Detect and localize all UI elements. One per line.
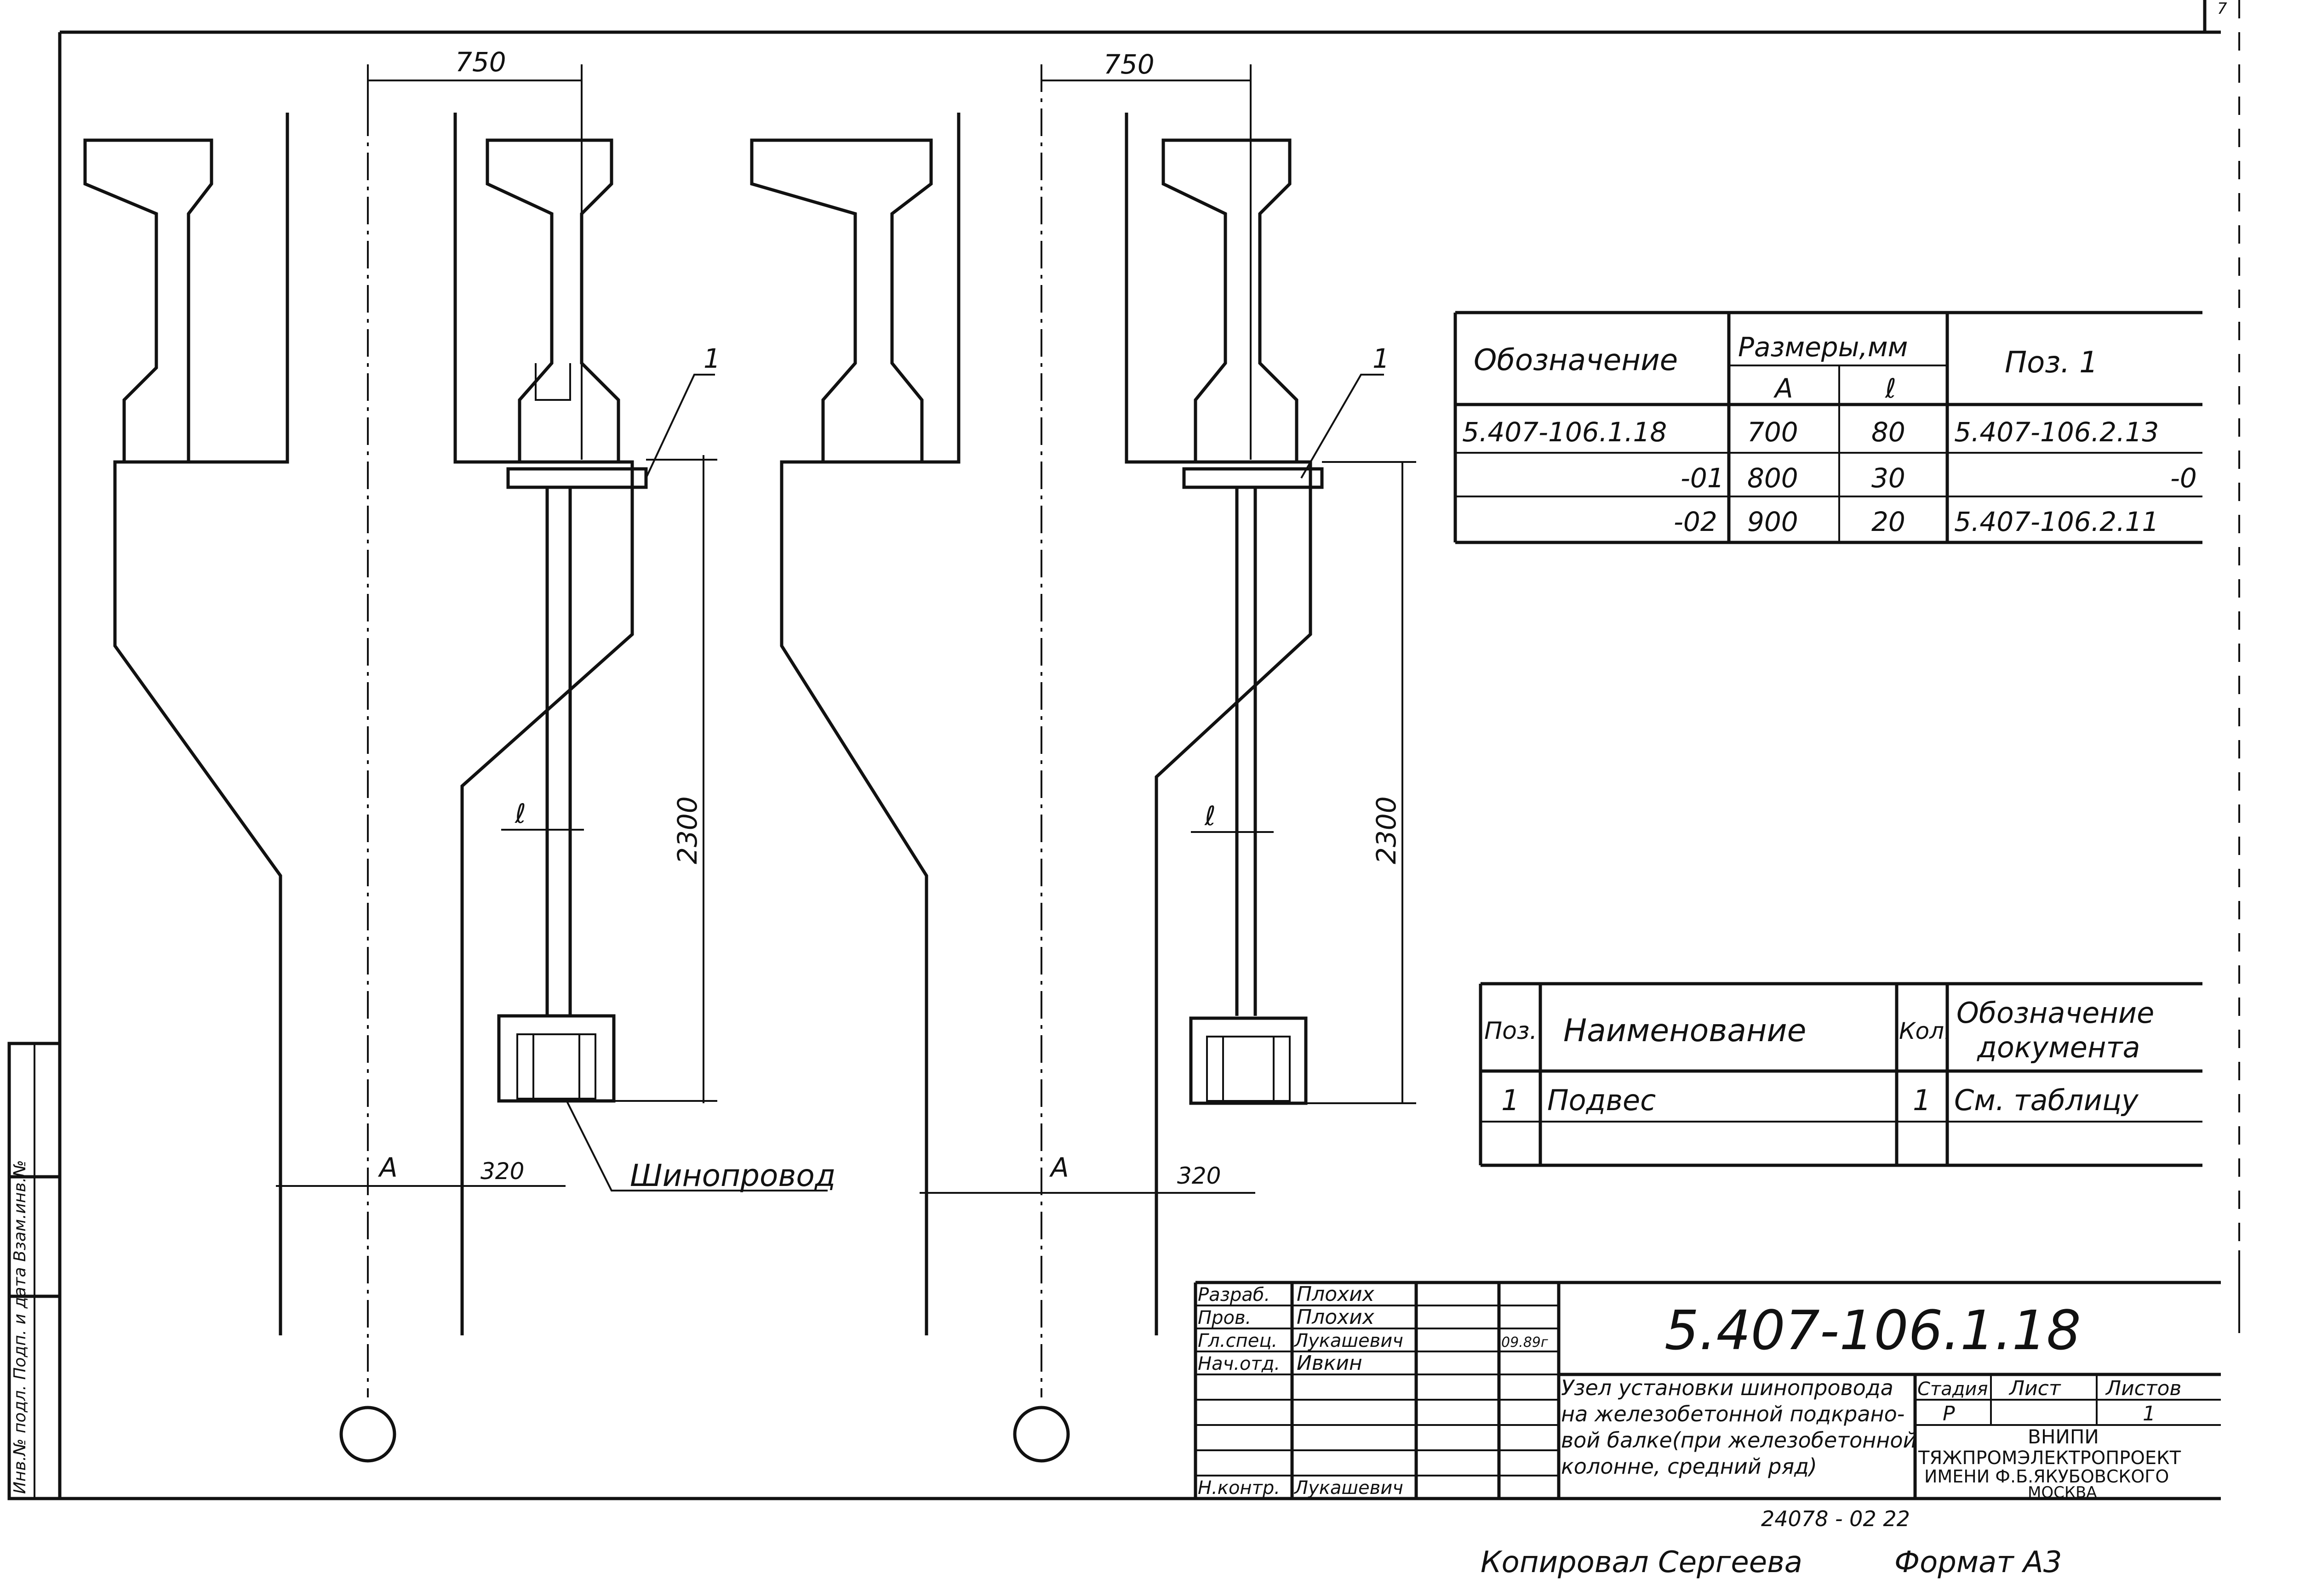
tb-description: Узел установки шинопровода xyxy=(1561,1375,1893,1400)
st-header-name: Наименование xyxy=(1563,1013,1806,1049)
vt-row-designation: -02 xyxy=(1674,506,1717,537)
tb-sheets-value: 1 xyxy=(2143,1402,2156,1425)
left-busbar xyxy=(497,1014,616,1103)
tb-name: Лукашевич xyxy=(1293,1330,1403,1351)
busbar-label: Шинопровод xyxy=(630,1158,835,1193)
tb-code: 5.407-106.1.18 xyxy=(1664,1299,2081,1362)
tb-name: Ивкин xyxy=(1297,1351,1362,1375)
tb-stage-label: Стадия xyxy=(1917,1379,1988,1400)
left-beam-inner xyxy=(486,138,620,464)
left-pos-1: 1 xyxy=(703,343,721,374)
left-dim-2300: 2300 xyxy=(672,796,703,864)
tb-org: ВНИПИ xyxy=(2028,1425,2099,1448)
left-column-outline xyxy=(113,113,634,1335)
archive-number: 24078 - 02 22 xyxy=(1761,1506,1910,1531)
vt-row-pos: 5.407-106.2.11 xyxy=(1954,506,2159,537)
vt-row-l: 80 xyxy=(1871,416,1905,448)
st-row-name: Подвес xyxy=(1547,1083,1656,1117)
tb-role: Гл.спец. xyxy=(1198,1330,1277,1351)
spec-table: Поз. Наименование Кол. Обозначение докум… xyxy=(1479,982,2202,1167)
vt-row-designation: 5.407-106.1.18 xyxy=(1462,416,1667,448)
vt-row-l: 20 xyxy=(1871,506,1905,537)
left-dim-l: ℓ xyxy=(515,798,526,829)
right-axis-bubble xyxy=(1013,1406,1070,1463)
footer: 24078 - 02 22 Копировал Сергеева Формат … xyxy=(1481,1506,2062,1579)
right-busbar xyxy=(1189,1016,1308,1105)
right-dim-320: 320 xyxy=(1177,1163,1221,1189)
tb-name: Лукашевич xyxy=(1293,1477,1403,1499)
tb-description: на железобетонной подкрано- xyxy=(1561,1402,1904,1426)
copied-by: Копировал Сергеева xyxy=(1481,1545,1802,1579)
tb-role: Разраб. xyxy=(1198,1284,1270,1305)
right-pos-1: 1 xyxy=(1373,343,1390,374)
right-dim-A: A xyxy=(1049,1152,1069,1183)
tb-role: Н.контр. xyxy=(1198,1477,1280,1499)
sheet-frame: 7 xyxy=(9,0,2240,1500)
right-column-outline xyxy=(780,113,1312,1335)
title-block: Разраб. Пров. Гл.спец. Нач.отд. Н.контр.… xyxy=(1194,1281,2221,1502)
sheet-number: 7 xyxy=(2217,0,2227,18)
tb-sheet-label: Лист xyxy=(2008,1377,2061,1400)
st-header-pos: Поз. xyxy=(1484,1017,1537,1045)
format: Формат А3 xyxy=(1894,1545,2062,1579)
tb-name: Плохих xyxy=(1297,1305,1375,1329)
vt-row-pos: 5.407-106.2.13 xyxy=(1954,416,2159,448)
tb-org: МОСКВА xyxy=(2028,1483,2097,1502)
vt-header-l: ℓ xyxy=(1885,373,1896,404)
margin-stamp: Инв.№ подл. Подп. и дата Взам.инв.№ xyxy=(7,1042,62,1500)
left-dim-750: 750 xyxy=(455,46,506,78)
tb-org: ИМЕНИ Ф.Б.ЯКУБОВСКОГО xyxy=(1924,1466,2169,1487)
left-beam-outer xyxy=(83,138,213,464)
tb-date: 09.89г xyxy=(1501,1334,1548,1351)
tb-stage-value: Р xyxy=(1943,1402,1955,1425)
st-row-qty: 1 xyxy=(1913,1083,1931,1117)
st-row-pos: 1 xyxy=(1501,1083,1519,1117)
vt-row-designation: -01 xyxy=(1681,462,1724,494)
vt-header-designation: Обозначение xyxy=(1474,343,1678,377)
tb-description: колонне, средний ряд) xyxy=(1561,1454,1817,1479)
vt-row-A: 700 xyxy=(1747,416,1798,448)
vt-header-A: А xyxy=(1773,373,1793,404)
vt-row-l: 30 xyxy=(1871,462,1905,494)
vt-row-pos: -0 xyxy=(2170,462,2197,494)
right-dim-750: 750 xyxy=(1104,49,1155,80)
st-header-qty: Кол. xyxy=(1899,1018,1951,1044)
tb-role: Пров. xyxy=(1198,1307,1251,1328)
tb-description: вой балке(при железобетонной xyxy=(1561,1428,1916,1453)
st-header-doc2: документа xyxy=(1977,1031,2140,1064)
left-dim-320: 320 xyxy=(480,1158,524,1185)
vt-row-A: 900 xyxy=(1747,506,1798,537)
right-view: 750 2300 A 320 ℓ 1 xyxy=(750,49,1416,1463)
variants-table: Обозначение Размеры,мм А ℓ Поз. 1 5.407-… xyxy=(1453,311,2202,544)
right-dim-2300: 2300 xyxy=(1371,796,1402,864)
vt-row-A: 800 xyxy=(1747,462,1798,494)
vt-header-sizes: Размеры,мм xyxy=(1738,331,1908,363)
st-header-doc: Обозначение xyxy=(1956,996,2154,1030)
left-dim-A: A xyxy=(377,1152,398,1183)
left-view: 750 2300 A 320 ℓ 1 Шинопровод xyxy=(83,46,835,1463)
margin-stamp-text: Инв.№ подл. Подп. и дата Взам.инв.№ xyxy=(11,1160,29,1494)
st-row-doc: См. таблицу xyxy=(1954,1083,2139,1117)
vt-header-pos: Поз. 1 xyxy=(2005,346,2098,380)
right-dim-l: ℓ xyxy=(1204,800,1216,832)
tb-role: Нач.отд. xyxy=(1198,1353,1280,1374)
tb-name: Плохих xyxy=(1297,1282,1375,1306)
left-axis-bubble xyxy=(339,1406,396,1463)
tb-sheets-label: Листов xyxy=(2105,1377,2181,1400)
tb-org: ТЯЖПРОМЭЛЕКТРОПРОЕКТ xyxy=(1918,1448,2181,1469)
